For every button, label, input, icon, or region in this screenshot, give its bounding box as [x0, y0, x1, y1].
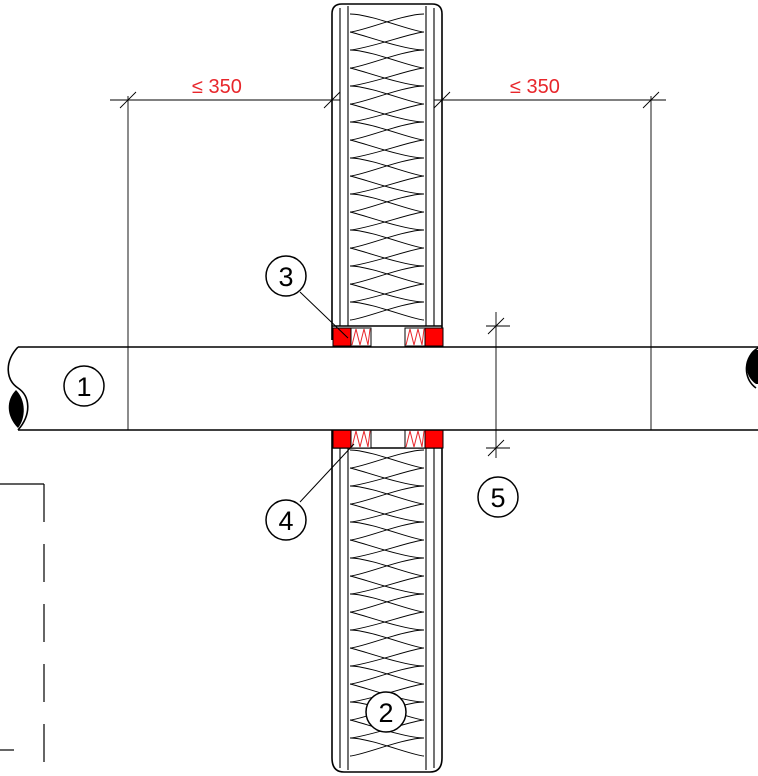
- callout-seal-top: 3: [265, 255, 349, 339]
- seal-bottom-right: [404, 429, 444, 449]
- insulation-loop: [349, 193, 425, 213]
- callout-pipe-diameter-number: 5: [490, 483, 505, 513]
- callout-pipe: 1: [63, 365, 105, 407]
- insulation-loop: [349, 647, 425, 667]
- callout-seal-top-number: 3: [278, 262, 293, 292]
- insulation-loop: [349, 85, 425, 105]
- seal-top-left: [332, 327, 372, 347]
- insulation-loop: [349, 103, 425, 123]
- insulation-loop: [349, 49, 425, 69]
- dimension-left-label: ≤ 350: [192, 76, 242, 98]
- callout-pipe-diameter: 5: [477, 476, 519, 518]
- dashed-frame: [0, 483, 45, 776]
- insulation-loop: [349, 139, 425, 159]
- insulation-loop: [349, 13, 425, 33]
- insulation-loop: [349, 67, 425, 87]
- wall-bottom-section: [331, 430, 443, 773]
- dimension-right-label: ≤ 350: [510, 76, 560, 98]
- insulation-loop: [349, 611, 425, 631]
- insulation-loop: [349, 175, 425, 195]
- callout-seal-bottom: 4: [265, 443, 355, 541]
- callout-seal-bottom-number: 4: [278, 506, 293, 536]
- insulation-loop: [349, 229, 425, 249]
- wall-top-section: [331, 3, 443, 340]
- insulation-loop: [349, 557, 425, 577]
- pipe: [7, 346, 758, 431]
- callout-wall-number: 2: [378, 698, 393, 728]
- insulation-loop: [349, 629, 425, 649]
- insulation-loop: [349, 247, 425, 267]
- insulation-loop: [349, 211, 425, 231]
- insulation-loop: [349, 575, 425, 595]
- insulation-loop: [349, 503, 425, 523]
- insulation-loop: [349, 121, 425, 141]
- insulation-loop: [349, 449, 425, 469]
- insulation-loop: [349, 283, 425, 303]
- insulation-loop: [349, 665, 425, 685]
- seal-top-right: [404, 327, 444, 347]
- dimension-lines: [110, 91, 666, 458]
- insulation-loop: [349, 593, 425, 613]
- insulation-loop: [349, 301, 425, 321]
- insulation-loop: [349, 265, 425, 285]
- callout-wall: 2: [365, 691, 407, 733]
- insulation-top: [349, 13, 425, 321]
- insulation-bottom: [349, 449, 425, 757]
- seal-bottom-left: [332, 429, 372, 449]
- callout-pipe-number: 1: [76, 372, 91, 402]
- insulation-loop: [349, 31, 425, 51]
- insulation-loop: [349, 521, 425, 541]
- insulation-loop: [349, 737, 425, 757]
- insulation-loop: [349, 157, 425, 177]
- insulation-loop: [349, 467, 425, 487]
- insulation-loop: [349, 539, 425, 559]
- insulation-loop: [349, 485, 425, 505]
